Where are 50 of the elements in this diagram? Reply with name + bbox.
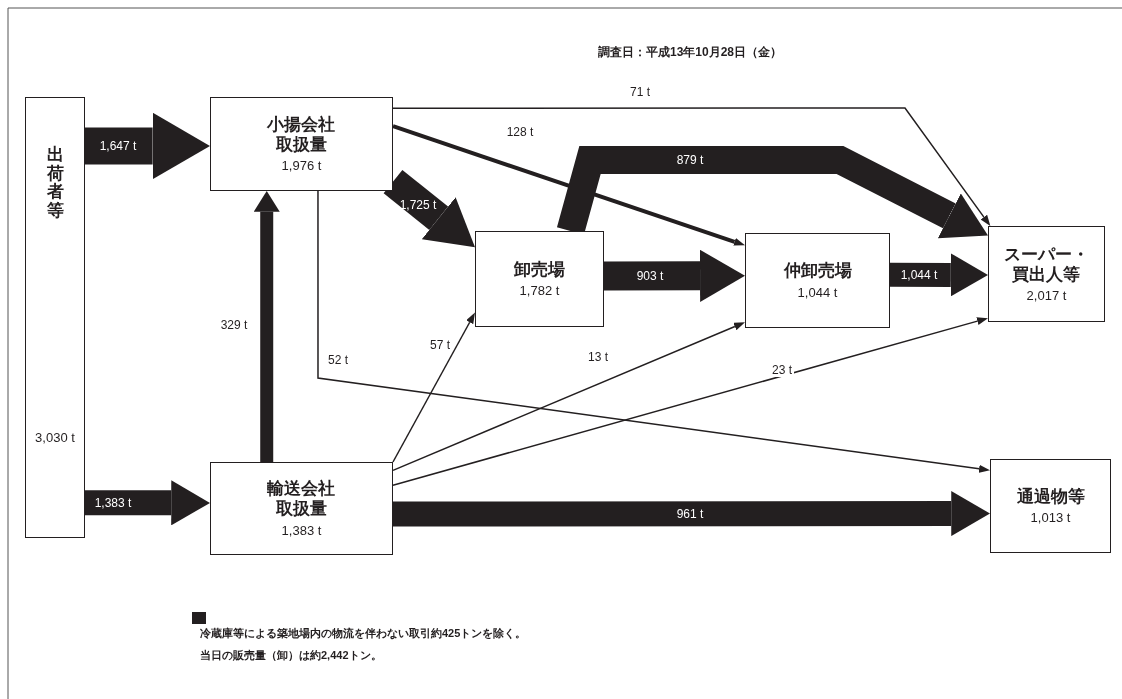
process-box [988, 226, 1105, 322]
edge-label: 71 t [628, 85, 652, 99]
note-text: 冷蔵庫等による築地場内の物流を伴わない取引約425トンを除く。 [200, 626, 527, 641]
edge-label: 903 t [636, 270, 664, 282]
process-box [745, 233, 890, 328]
arrow [890, 256, 988, 294]
node-title: スーパー・買出人等 [1003, 244, 1090, 285]
arrow [392, 317, 986, 486]
node-title: 輸送会社取扱量 [266, 479, 337, 519]
arrow [392, 494, 990, 533]
arrow [383, 169, 475, 248]
node-title: 通過物等 [1016, 486, 1085, 507]
arrow [392, 124, 743, 246]
node-value: 1,976 t [281, 158, 322, 174]
edge-label: 329 t [218, 318, 250, 332]
node-value: 1,013 t [1030, 510, 1071, 526]
node-title: 出荷者等 [46, 146, 64, 221]
node-value: 3,030 t [35, 430, 75, 445]
edge-label: 879 t [676, 154, 704, 166]
node-value: 1,044 t [797, 284, 838, 300]
node-title: 仲卸売場 [783, 261, 852, 281]
process-box [990, 459, 1111, 553]
edge-label: 961 t [676, 508, 704, 520]
note-text: 調査日：平成13年10月28日（金） [598, 44, 783, 61]
node-title: 小揚会社取扱量 [266, 114, 337, 155]
edge-label: 1,383 t [94, 497, 132, 509]
arrow [392, 322, 743, 472]
arrow [556, 146, 988, 236]
edge-label: 52 t [326, 353, 350, 367]
arrow [317, 190, 988, 473]
node-value: 1,383 t [281, 522, 322, 538]
node-value: 1,782 t [519, 283, 560, 299]
edge-label: 13 t [586, 350, 610, 364]
node-title: 卸売場 [514, 259, 565, 280]
edge-label: 23 t [770, 363, 794, 377]
node-value: 2,017 t [1026, 288, 1067, 304]
process-box [475, 231, 604, 327]
note-text: 当日の販売量（卸）は約2,442トン。 [200, 648, 382, 663]
process-box [210, 97, 393, 191]
process-box [25, 97, 85, 538]
process-box [210, 462, 393, 555]
arrow [85, 483, 210, 523]
arrow [392, 315, 474, 463]
arrow [256, 191, 278, 462]
edge-label: 1,725 t [399, 199, 437, 211]
edge-label: 128 t [504, 125, 536, 139]
edge-label: 57 t [428, 338, 452, 352]
edge-label: 1,044 t [900, 269, 938, 281]
arrow [603, 253, 745, 299]
arrow [392, 107, 989, 224]
